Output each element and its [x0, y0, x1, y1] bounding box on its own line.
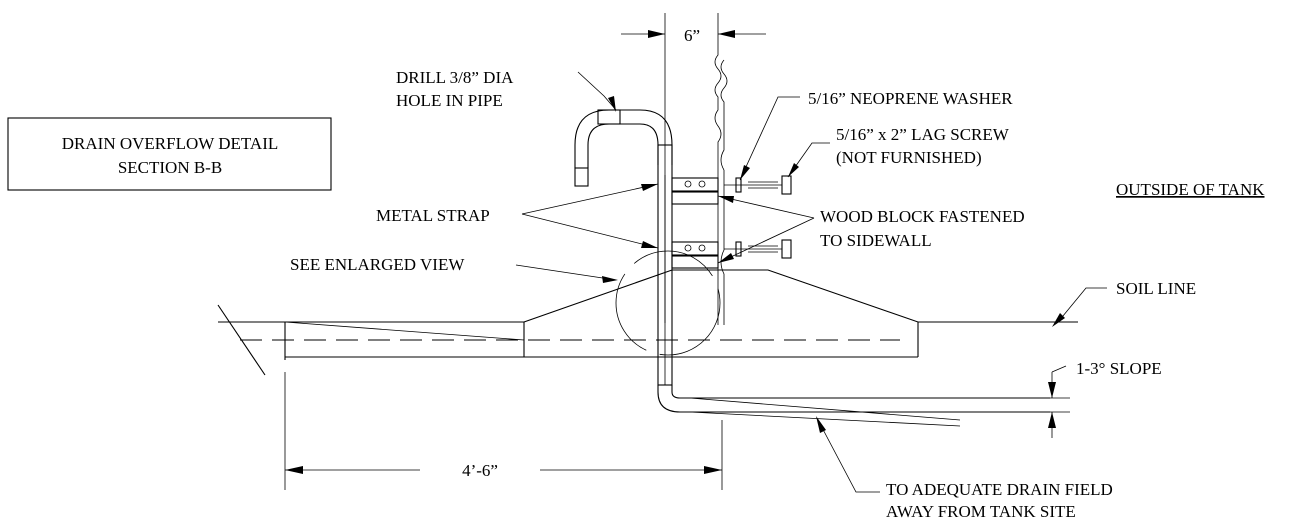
drill-label-1: DRILL 3/8” DIA — [396, 68, 514, 87]
soil-line-label: SOIL LINE — [1116, 279, 1196, 298]
wood-block-lower — [671, 241, 719, 269]
overflow-pipe — [574, 109, 690, 413]
drill-label-2: HOLE IN PIPE — [396, 91, 503, 110]
metal-strap-label: METAL STRAP — [376, 206, 490, 225]
dimension-arrow-left — [648, 30, 665, 38]
enlarged-view-circle — [615, 250, 721, 356]
wood-block-upper — [671, 177, 719, 205]
wood-block-label-1: WOOD BLOCK FASTENED — [820, 207, 1025, 226]
outside-tank-label: OUTSIDE OF TANK — [1116, 180, 1265, 199]
pipe-coupling — [597, 109, 621, 125]
slope-label: 1-3° SLOPE — [1076, 359, 1162, 378]
lag-screw-upper — [724, 175, 792, 195]
lag-screw-label-1: 5/16” x 2” LAG SCREW — [836, 125, 1010, 144]
dimension-4-6: 4’-6” — [462, 461, 498, 480]
earth-mound — [217, 269, 1078, 376]
tank-sidewall — [714, 13, 728, 325]
drain-field-label-1: TO ADEQUATE DRAIN FIELD — [886, 480, 1113, 499]
drain-pipe — [689, 397, 1050, 427]
lag-screw-lower — [724, 239, 792, 259]
title-box-frame — [7, 117, 332, 191]
title-line-2: SECTION B-B — [118, 158, 222, 177]
title-block: DRAIN OVERFLOW DETAIL SECTION B-B — [7, 117, 332, 191]
wood-block-label-2: TO SIDEWALL — [820, 231, 932, 250]
bottom-dimension: 4’-6” — [284, 372, 723, 490]
leaders — [515, 71, 1107, 493]
drain-field-label-2: AWAY FROM TANK SITE — [886, 502, 1076, 519]
title-line-1: DRAIN OVERFLOW DETAIL — [62, 134, 278, 153]
enlarged-view-label: SEE ENLARGED VIEW — [290, 255, 465, 274]
dimension-6-inch: 6” — [684, 26, 700, 45]
lag-screw-label-2: (NOT FURNISHED) — [836, 148, 982, 167]
soil-line — [523, 269, 1078, 323]
dimension-arrow-right — [718, 30, 735, 38]
slope-dimension: 1-3° SLOPE — [1036, 359, 1162, 438]
washer-label: 5/16” NEOPRENE WASHER — [808, 89, 1013, 108]
